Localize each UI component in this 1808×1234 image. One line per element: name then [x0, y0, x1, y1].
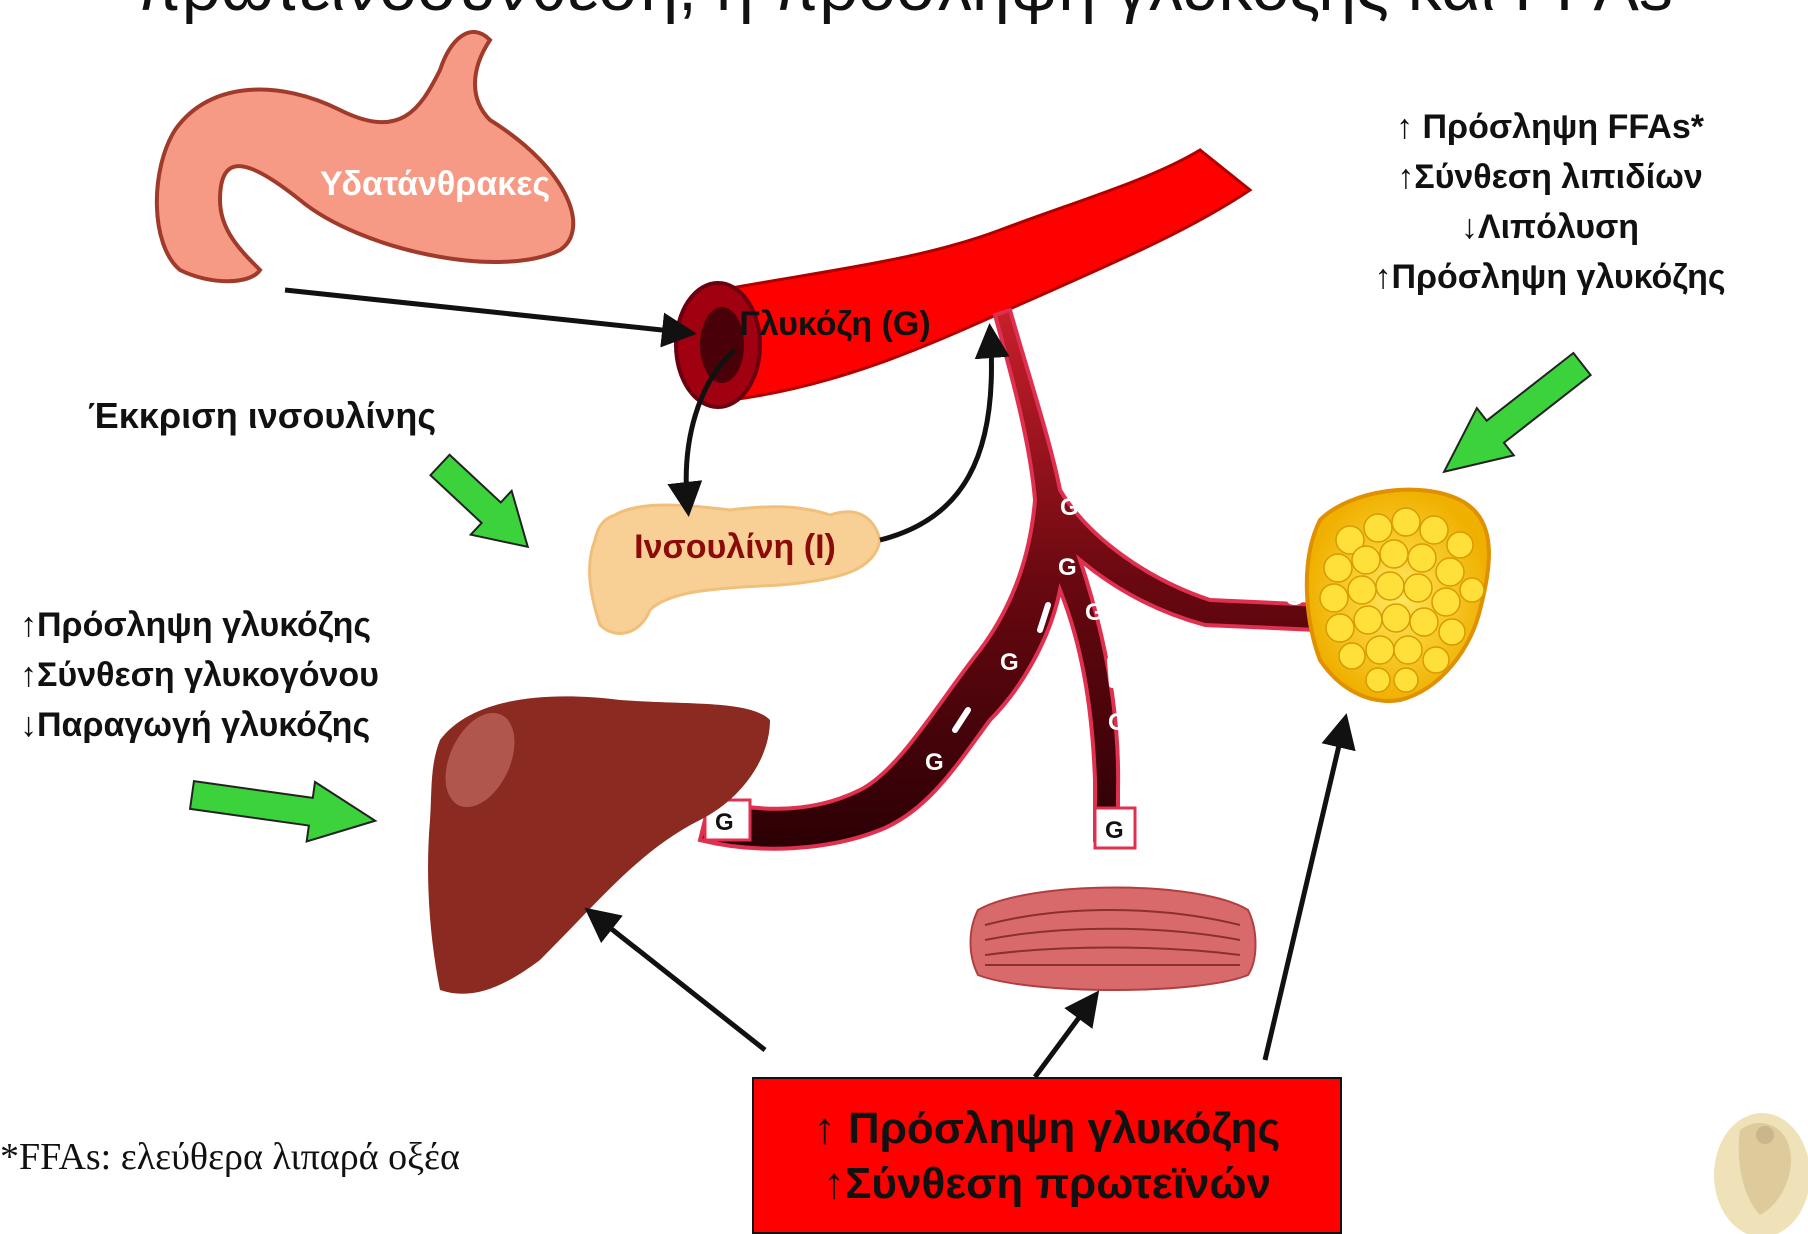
g-marker: G [1105, 817, 1124, 844]
vessel-lumen [700, 307, 744, 383]
carbs-label: Υδατάνθρακες [320, 165, 550, 203]
adipose-effect-item: ↓Λιπόλυση [1330, 202, 1770, 252]
arrow-box-to-muscle [1035, 996, 1095, 1077]
liver-effect-item: ↑Σύνθεση γλυκογόνου [20, 650, 480, 700]
g-marker: G [1060, 494, 1079, 521]
g-marker: G [1108, 709, 1127, 736]
green-arrow-fat [1426, 340, 1601, 495]
liver-effects: ↑Πρόσληψη γλυκόζης ↑Σύνθεση γλυκογόνου ↓… [20, 600, 480, 750]
g-marker: G [1085, 599, 1104, 626]
insulin-label: Ινσουλίνη (I) [634, 528, 836, 566]
stomach-icon [157, 32, 573, 281]
pancreas-icon [590, 505, 880, 633]
glucose-label: Γλυκόζη (G) [739, 305, 930, 343]
muscle-effect-item: ↑ Πρόσληψη γλυκόζης [814, 1101, 1281, 1156]
g-marker: G [1285, 584, 1304, 611]
university-seal-logo [1714, 1113, 1808, 1234]
g-marker: G [1160, 539, 1179, 566]
muscle-effects-box: ↑ Πρόσληψη γλυκόζης ↑Σύνθεση πρωτεϊνών [752, 1077, 1342, 1234]
green-arrow-insulin-secretion [420, 443, 549, 569]
adipose-effect-item: ↑Πρόσληψη γλυκόζης [1330, 252, 1770, 302]
adipose-effect-item: ↑ Πρόσληψη FFAs* [1330, 102, 1770, 152]
footnote: *FFAs: ελεύθερα λιπαρά οξέα [0, 1135, 460, 1179]
g-marker: G [925, 749, 944, 776]
liver-effect-item: ↓Παραγωγή γλυκόζης [20, 700, 480, 750]
arrow-box-to-fat [1265, 720, 1345, 1060]
arrow-box-to-liver [590, 912, 765, 1050]
blood-vessel-main [720, 150, 1250, 400]
g-marker: G [715, 809, 734, 836]
liver-effect-item: ↑Πρόσληψη γλυκόζης [20, 600, 480, 650]
g-marker: G [1058, 554, 1077, 581]
arrow-insulin-to-vessel [880, 330, 992, 540]
adipose-effects: ↑ Πρόσληψη FFAs* ↑Σύνθεση λιπιδίων ↓Λιπό… [1330, 102, 1770, 302]
insulin-secretion-label: Έκκριση ινσουλίνης [88, 395, 436, 437]
g-marker: G [1000, 649, 1019, 676]
green-arrow-liver [188, 765, 380, 850]
muscle-effect-item: ↑Σύνθεση πρωτεϊνών [823, 1156, 1271, 1211]
adipose-effect-item: ↑Σύνθεση λιπιδίων [1330, 152, 1770, 202]
muscle-icon [971, 888, 1256, 991]
arrow-stomach-to-vessel [285, 290, 690, 333]
g-marker: G [1048, 359, 1067, 386]
